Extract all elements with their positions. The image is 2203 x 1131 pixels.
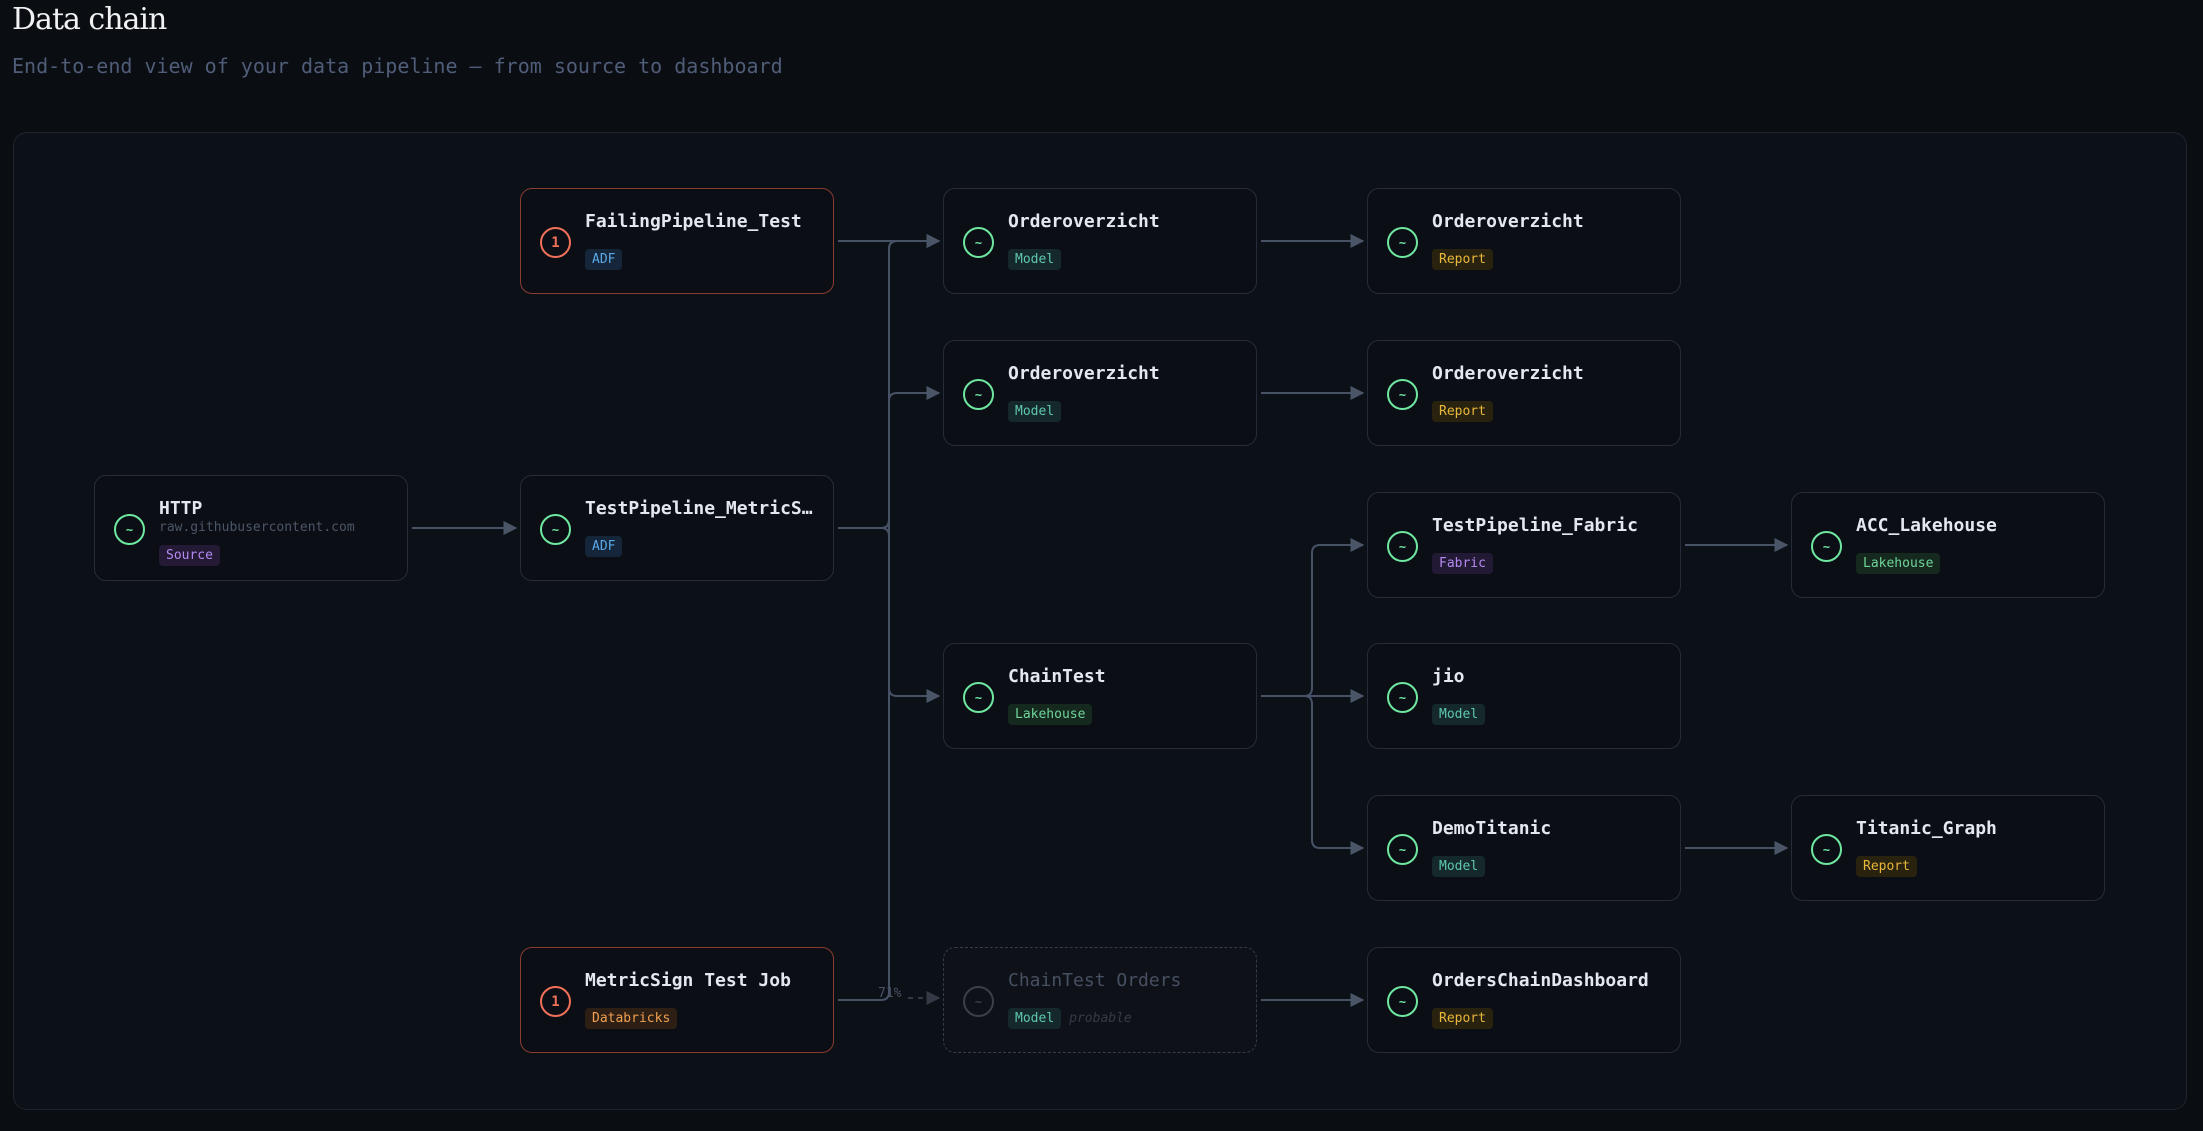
badge-row: Report — [1432, 401, 1493, 422]
type-badge: Source — [159, 545, 220, 566]
node-tpm[interactable]: ~ TestPipeline_MetricS… ADF — [520, 475, 834, 581]
type-badge: Databricks — [585, 1008, 678, 1029]
badge-row: Source — [159, 545, 220, 566]
node-title: Orderoverzicht — [1008, 363, 1160, 384]
status-ok-icon: ~ — [1811, 834, 1842, 865]
node-title: DemoTitanic — [1432, 818, 1552, 839]
probable-label: probable — [1069, 1011, 1132, 1026]
badge-row: Report — [1432, 1008, 1493, 1029]
badge-row: Report — [1856, 856, 1917, 877]
node-title: ChainTest — [1008, 666, 1106, 687]
edge-confidence-label: 71% — [878, 986, 902, 1001]
status-ok-icon: ~ — [1387, 682, 1418, 713]
node-title: TestPipeline_Fabric — [1432, 515, 1638, 536]
status-ok-icon: ~ — [114, 514, 145, 545]
node-subtitle: raw.githubusercontent.com — [159, 520, 355, 535]
node-title: FailingPipeline_Test — [585, 211, 802, 232]
status-ok-icon: ~ — [1387, 531, 1418, 562]
node-title: jio — [1432, 666, 1465, 687]
page-subtitle: End-to-end view of your data pipeline — … — [12, 54, 783, 78]
status-ok-icon: ~ — [963, 379, 994, 410]
node-title: OrdersChainDashboard — [1432, 970, 1649, 991]
badge-row: Databricks — [585, 1008, 678, 1029]
badge-row: Model — [1008, 249, 1062, 270]
status-ok-icon: ~ — [1387, 986, 1418, 1017]
badge-row: ADF — [585, 536, 623, 557]
node-title: ACC_Lakehouse — [1856, 515, 1997, 536]
type-badge: Model — [1008, 249, 1062, 270]
status-ok-icon: ~ — [1387, 834, 1418, 865]
type-badge: Report — [1856, 856, 1917, 877]
type-badge: Model — [1008, 401, 1062, 422]
type-badge: Report — [1432, 1008, 1493, 1029]
type-badge: Report — [1432, 401, 1493, 422]
type-badge: Lakehouse — [1856, 553, 1941, 574]
status-ok-icon: ~ — [1811, 531, 1842, 562]
node-title: Orderoverzicht — [1432, 363, 1584, 384]
badge-row: Model probable — [1008, 1008, 1132, 1029]
type-badge: Fabric — [1432, 553, 1493, 574]
badge-row: Lakehouse — [1008, 704, 1093, 725]
error-count-icon: 1 — [540, 986, 571, 1017]
status-ok-icon: ~ — [1387, 227, 1418, 258]
type-badge: Model — [1432, 704, 1486, 725]
node-title: Orderoverzicht — [1432, 211, 1584, 232]
status-ok-icon: ~ — [963, 986, 994, 1017]
status-ok-icon: ~ — [1387, 379, 1418, 410]
node-title: HTTP — [159, 498, 203, 519]
type-badge: ADF — [585, 536, 623, 557]
type-badge: Lakehouse — [1008, 704, 1093, 725]
node-title: ChainTest Orders — [1008, 970, 1182, 991]
badge-row: Model — [1008, 401, 1062, 422]
badge-row: ADF — [585, 249, 623, 270]
type-badge: ADF — [585, 249, 623, 270]
badge-row: Fabric — [1432, 553, 1493, 574]
node-title: TestPipeline_MetricS… — [585, 498, 813, 519]
node-title: Orderoverzicht — [1008, 211, 1160, 232]
badge-row: Report — [1432, 249, 1493, 270]
type-badge: Report — [1432, 249, 1493, 270]
node-title: Titanic_Graph — [1856, 818, 1997, 839]
page-title: Data chain — [12, 2, 167, 37]
status-ok-icon: ~ — [963, 682, 994, 713]
error-count-icon: 1 — [540, 227, 571, 258]
type-badge: Model — [1008, 1008, 1062, 1029]
status-ok-icon: ~ — [540, 514, 571, 545]
status-ok-icon: ~ — [963, 227, 994, 258]
badge-row: Model — [1432, 856, 1486, 877]
badge-row: Model — [1432, 704, 1486, 725]
badge-row: Lakehouse — [1856, 553, 1941, 574]
node-title: MetricSign Test Job — [585, 970, 791, 991]
type-badge: Model — [1432, 856, 1486, 877]
